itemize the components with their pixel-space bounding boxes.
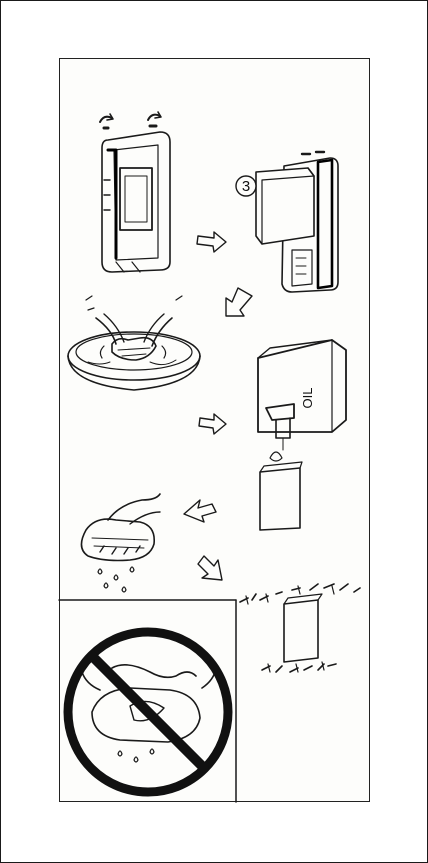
- arrow-right-icon: [199, 414, 226, 434]
- wash-basin-icon: [68, 296, 200, 390]
- arrow-right-icon: [197, 232, 226, 252]
- drying-filter-icon: [240, 584, 360, 672]
- step-number: 3: [242, 178, 250, 195]
- cover-removed-icon: [236, 152, 338, 292]
- arrow-down-left-icon: [226, 288, 252, 316]
- oil-label: OIL: [300, 388, 315, 409]
- no-wringing-icon: [68, 632, 228, 792]
- squeeze-hands-icon: [81, 494, 160, 592]
- arrow-down-right-icon: [198, 556, 222, 580]
- filter-housing-icon: [100, 112, 170, 272]
- oiled-filter-icon: [260, 452, 302, 530]
- arrow-left-icon: [184, 500, 216, 522]
